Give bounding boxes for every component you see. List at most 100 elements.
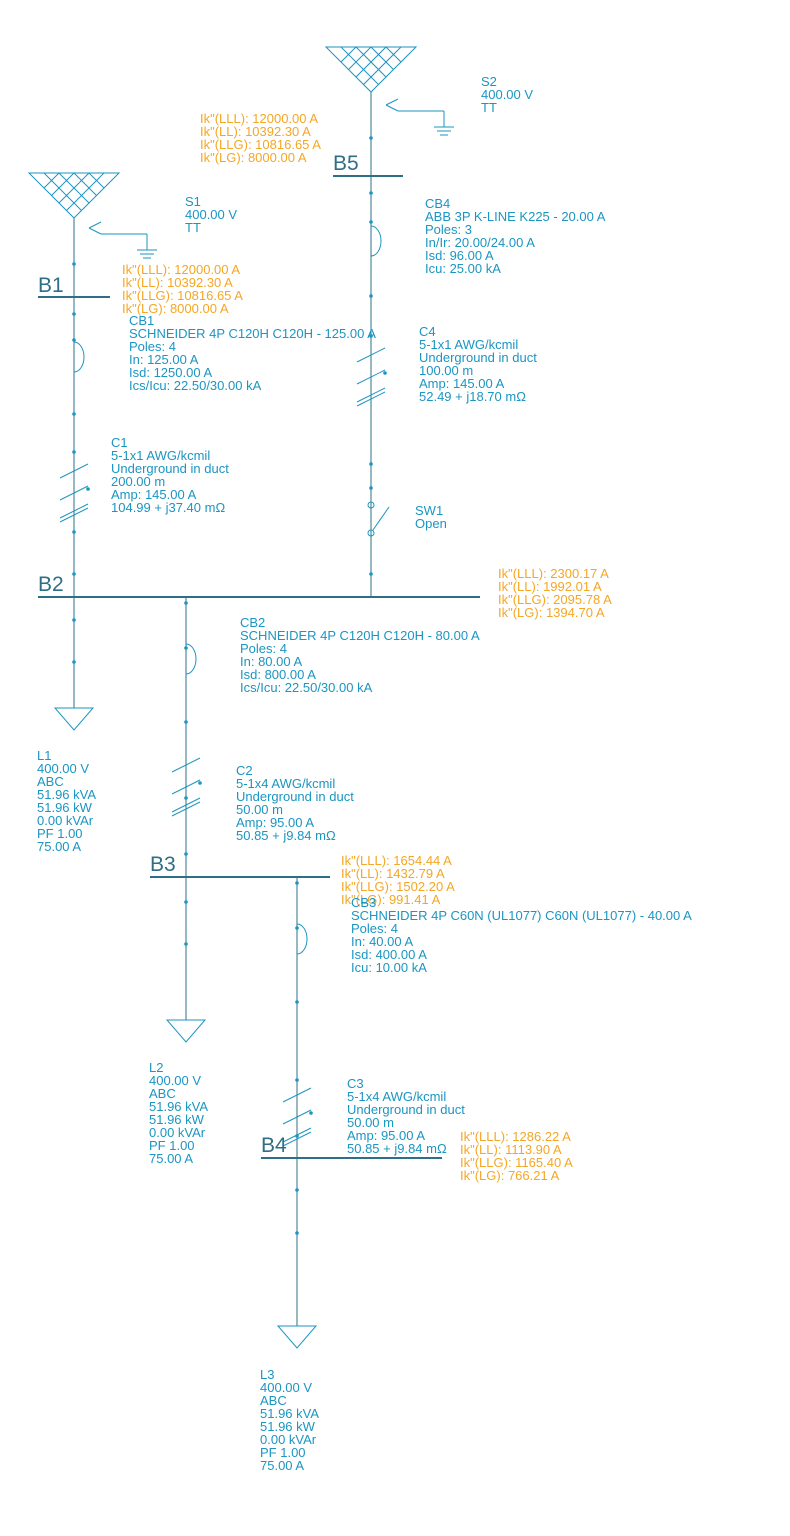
symbols	[27, 46, 454, 1349]
node-dot	[295, 1231, 299, 1235]
cable-conductor	[171, 757, 201, 773]
breaker-cb1-icon	[73, 341, 85, 373]
grid-hatch	[58, 172, 90, 204]
cable-marker	[198, 781, 202, 785]
node-dot	[369, 572, 373, 576]
switch-sw1-icon	[367, 501, 390, 537]
grid-hatch	[340, 46, 357, 63]
node-dot	[72, 412, 76, 416]
grid-hatch	[43, 172, 60, 189]
node-dot	[184, 720, 188, 724]
bus-b1-label: B1	[38, 274, 64, 297]
node-dot	[369, 191, 373, 195]
load-l2-icon	[165, 1019, 207, 1043]
node-dot	[295, 1000, 299, 1004]
cable-earth	[282, 1127, 312, 1143]
source-s2-earth-icon	[385, 98, 454, 136]
wye-arm	[385, 104, 399, 112]
node-dot	[295, 881, 299, 885]
grid-hatch	[43, 172, 82, 211]
grid-hatch	[51, 172, 75, 196]
source-s1-earth-icon	[88, 221, 157, 259]
cable-conductor	[59, 507, 89, 523]
node-dot	[72, 618, 76, 622]
cable-conductor	[282, 1109, 312, 1125]
cable-earth	[171, 797, 201, 813]
grid-hatch	[370, 46, 394, 70]
cable-conductor	[356, 347, 386, 363]
cable-conductor	[356, 391, 386, 407]
cable-marker	[309, 1111, 313, 1115]
grid-triangle	[324, 46, 418, 93]
load-l1-icon	[53, 707, 95, 731]
cable-conductor	[356, 369, 386, 385]
grid-hatch	[355, 46, 387, 78]
node-dot	[369, 136, 373, 140]
node-dot	[295, 926, 299, 930]
wye-arm	[385, 98, 399, 106]
node-dot	[184, 942, 188, 946]
grid-hatch	[348, 46, 372, 70]
bus-b2-label: B2	[38, 573, 64, 596]
breaker-cb3-icon	[296, 923, 308, 955]
switch-contact	[367, 529, 375, 537]
cable-earth	[356, 387, 386, 403]
bus-b3-label: B3	[150, 853, 176, 876]
source-s1-grid-icon	[27, 172, 121, 219]
node-dot	[72, 450, 76, 454]
cable-conductor	[282, 1087, 312, 1103]
wye-arm	[88, 221, 102, 229]
switch-blade	[372, 506, 390, 531]
cable-c1-icon	[59, 463, 90, 523]
cable-conductor	[59, 463, 89, 479]
load-l3-icon	[276, 1325, 318, 1349]
switch-contact	[367, 501, 375, 509]
wye-arm	[88, 227, 102, 235]
cable-c2-icon	[171, 757, 202, 817]
node-dot	[72, 660, 76, 664]
bus-b4-label: B4	[261, 1134, 287, 1157]
source-s2-grid-icon	[324, 46, 418, 93]
node-dot	[295, 1078, 299, 1082]
node-dot	[184, 852, 188, 856]
node-dot	[295, 1188, 299, 1192]
node-dot	[72, 262, 76, 266]
grid-hatch	[363, 46, 402, 85]
breaker-cb2-icon	[185, 643, 197, 675]
node-dot	[72, 338, 76, 342]
grid-triangle	[27, 172, 121, 219]
cable-earth	[59, 503, 89, 519]
node-dot	[72, 312, 76, 316]
cable-conductor	[59, 485, 89, 501]
cable-conductor	[171, 779, 201, 795]
cable-c3-icon	[282, 1087, 313, 1147]
node-dot	[369, 334, 373, 338]
grid-hatch	[340, 46, 379, 85]
node-dot	[369, 486, 373, 490]
cable-conductor	[282, 1131, 312, 1147]
grid-hatch	[66, 172, 105, 211]
node-dot	[369, 294, 373, 298]
cable-marker	[383, 371, 387, 375]
bus-b5-label: B5	[333, 152, 359, 175]
node-dot	[184, 796, 188, 800]
